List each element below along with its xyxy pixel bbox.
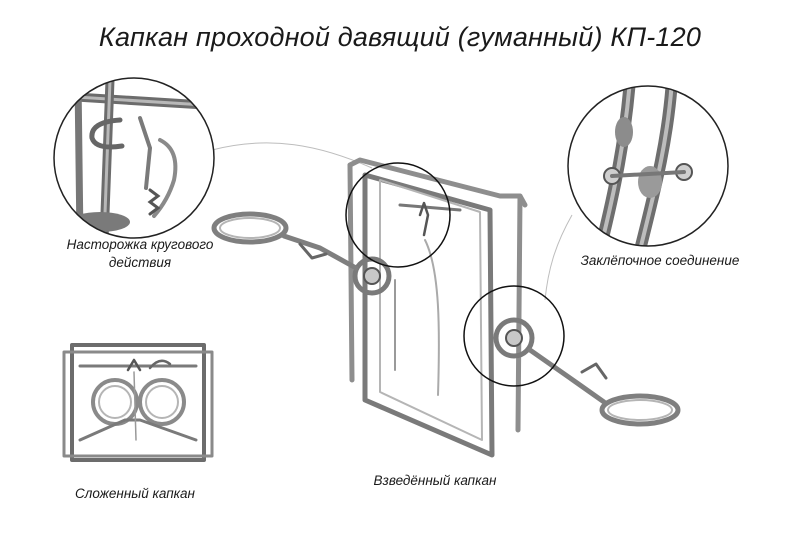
folded-trap-image — [62, 343, 214, 462]
rivet-caption: Заклёпочное соединение — [580, 253, 740, 268]
trigger-caption-line2: действия — [108, 255, 172, 270]
trigger-caption-line1: Насторожка кругового — [66, 237, 214, 252]
page-title: Капкан проходной давящий (гуманный) КП-1… — [98, 22, 702, 52]
cocked-trap-image — [211, 157, 681, 458]
trigger-detail-image — [53, 77, 215, 239]
folded-caption: Сложенный капкан — [75, 486, 195, 501]
trigger-caption: Насторожка кругового действия — [40, 236, 240, 272]
rivet-detail-image — [567, 85, 729, 247]
cocked-caption: Взведённый капкан — [373, 473, 497, 488]
